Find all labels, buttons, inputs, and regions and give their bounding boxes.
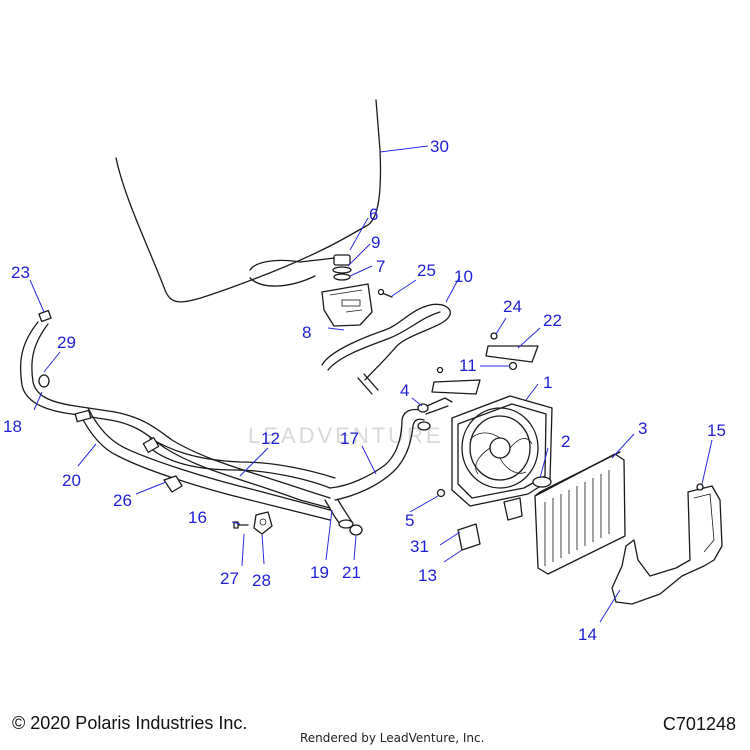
callout-18: 18 bbox=[3, 417, 22, 436]
callout-3: 3 bbox=[638, 419, 647, 438]
coolant-reservoir-8 bbox=[321, 283, 373, 327]
overflow-hose-10 bbox=[321, 303, 451, 395]
callout-4: 4 bbox=[400, 381, 409, 400]
callout-16: 16 bbox=[188, 508, 207, 527]
callout-15: 15 bbox=[707, 421, 726, 440]
copyright-notice: © 2020 Polaris Industries Inc. bbox=[12, 713, 248, 733]
callout-8: 8 bbox=[302, 323, 311, 342]
rendered-by-credit: Rendered by LeadVenture, Inc. bbox=[300, 731, 485, 745]
callout-22: 22 bbox=[543, 311, 562, 330]
callout-13: 13 bbox=[418, 566, 437, 585]
callout-9: 9 bbox=[371, 233, 380, 252]
callout-1: 1 bbox=[543, 373, 552, 392]
air-deflector-14 bbox=[611, 485, 723, 605]
leader-lines bbox=[29, 145, 713, 623]
callout-28: 28 bbox=[252, 571, 271, 590]
hose-bracket-28 bbox=[253, 511, 273, 535]
hose-clip-29 bbox=[38, 374, 50, 388]
vent-tube-30 bbox=[115, 99, 382, 303]
screw-15 bbox=[696, 483, 704, 491]
hose-clamp-21 bbox=[349, 524, 363, 536]
watermark: LEADVENTURE bbox=[248, 423, 444, 448]
bracket-11 bbox=[431, 379, 481, 395]
callout-31: 31 bbox=[410, 537, 429, 556]
screw-25 bbox=[377, 288, 393, 298]
callout-27: 27 bbox=[220, 569, 239, 588]
grommet-2 bbox=[532, 476, 552, 488]
callout-24: 24 bbox=[503, 297, 522, 316]
callout-20: 20 bbox=[62, 471, 81, 490]
fan-shroud-1 bbox=[451, 395, 553, 507]
callout-7: 7 bbox=[376, 257, 385, 276]
nut-11 bbox=[436, 361, 518, 374]
callout-5: 5 bbox=[405, 511, 414, 530]
diagram-id: C701248 bbox=[662, 714, 736, 734]
callout-21: 21 bbox=[342, 563, 361, 582]
hose-clamp-26 bbox=[163, 475, 183, 493]
clamp-23 bbox=[38, 309, 52, 323]
callout-6: 6 bbox=[369, 205, 378, 224]
callout-29: 29 bbox=[57, 333, 76, 352]
callout-14: 14 bbox=[578, 625, 597, 644]
callout-10: 10 bbox=[454, 267, 473, 286]
bracket-22 bbox=[485, 345, 539, 363]
callout-11: 11 bbox=[459, 356, 477, 375]
coolant-hoses bbox=[19, 321, 425, 529]
screw-5 bbox=[436, 488, 446, 498]
callout-19: 19 bbox=[310, 563, 329, 582]
callout-23: 23 bbox=[11, 263, 30, 282]
screw-24 bbox=[490, 332, 498, 340]
reservoir-cap-assembly bbox=[332, 254, 352, 281]
callout-26: 26 bbox=[113, 491, 132, 510]
callout-17: 17 bbox=[340, 429, 359, 448]
callout-25: 25 bbox=[417, 261, 436, 280]
radiator-3 bbox=[534, 451, 626, 575]
fitting-4 bbox=[417, 397, 453, 431]
callout-2: 2 bbox=[561, 432, 570, 451]
mount-13 bbox=[457, 497, 523, 551]
callout-12: 12 bbox=[261, 429, 280, 448]
screw-27 bbox=[233, 521, 249, 529]
callout-30: 30 bbox=[430, 137, 449, 156]
